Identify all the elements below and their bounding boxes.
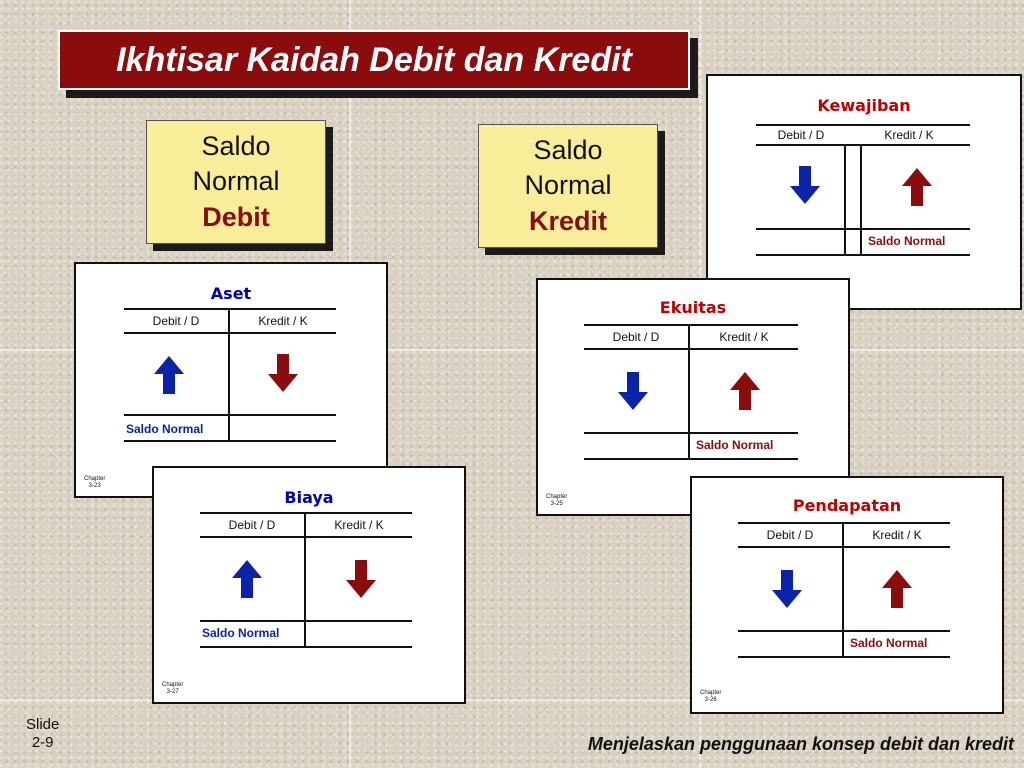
kredit-header: Kredit / K [334,518,384,532]
arrow-down-icon [618,372,648,410]
arrow-down-icon [346,560,376,598]
debit-header: Debit / D [612,330,660,344]
card-title: Kewajiban [817,96,911,115]
arrow-down-icon [268,354,298,392]
arrow-up-icon [154,356,184,394]
saldo-normal-label: Saldo Normal [202,626,280,640]
footer-caption: Menjelaskan penggunaan konsep debit dan … [587,734,1014,754]
t-account: Debit / D Kredit / K Saldo Normal [738,522,950,658]
arrow-up-icon [730,372,760,410]
note-line-2: Normal [192,166,280,197]
slide-title: Ikhtisar Kaidah Debit dan Kredit [116,40,632,79]
card-title: Pendapatan [792,496,902,515]
t-account: Debit / D Kredit / K Saldo Normal [200,512,412,648]
card-title: Ekuitas [659,298,727,317]
note-saldo-normal-kredit: Saldo Normal Kredit [478,124,658,248]
saldo-normal-label: Saldo Normal [696,438,774,452]
card-aset: Aset Debit / D Kredit / K Saldo Normal C… [74,262,388,498]
note-line-3: Kredit [528,205,607,236]
debit-header: Debit / D [766,528,814,542]
slide-title-banner: Ikhtisar Kaidah Debit dan Kredit [58,30,690,90]
kredit-header: Kredit / K [872,528,922,542]
kredit-header: Kredit / K [884,128,934,142]
card-biaya: Biaya Debit / D Kredit / K Saldo Normal … [152,466,466,704]
note-saldo-normal-debit: Saldo Normal Debit [146,120,326,244]
slide-label-text: Slide [26,716,60,733]
arrow-up-icon [902,168,932,206]
t-account: Debit / D Kredit / K Saldo Normal [584,324,798,460]
slide-number: Slide 2-9 [26,716,59,752]
card-title: Biaya [284,488,334,507]
note-line-2: Normal [524,170,612,201]
card-title: Aset [210,284,252,303]
card-pendapatan: Pendapatan Debit / D Kredit / K Saldo No… [690,476,1004,714]
t-account: Debit / D Kredit / K Saldo Normal [756,124,970,256]
saldo-normal-label: Saldo Normal [868,234,946,248]
t-account: Debit / D Kredit / K Saldo Normal [124,308,336,442]
debit-header: Debit / D [228,518,276,532]
kredit-header: Kredit / K [258,314,308,328]
slide-number-text: 2-9 [31,734,54,751]
card-kewajiban: Kewajiban Debit / D Kredit / K Saldo Nor… [706,74,1022,310]
arrow-up-icon [232,560,262,598]
debit-header: Debit / D [777,128,825,142]
arrow-down-icon [772,570,802,608]
saldo-normal-label: Saldo Normal [126,422,204,436]
arrow-up-icon [882,570,912,608]
note-line-1: Saldo [533,135,603,166]
note-line-1: Saldo [201,131,271,162]
kredit-header: Kredit / K [719,330,769,344]
debit-header: Debit / D [152,314,200,328]
arrow-down-icon [790,166,820,204]
note-line-3: Debit [202,201,270,232]
saldo-normal-label: Saldo Normal [850,636,928,650]
